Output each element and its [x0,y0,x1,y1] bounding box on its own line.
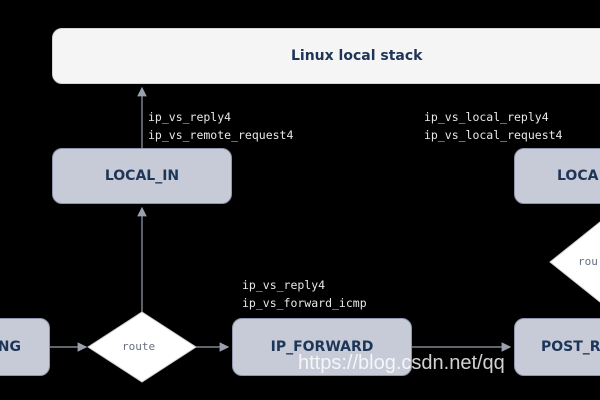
local-in-node: LOCAL_IN [52,148,232,204]
route-diamond-right [549,221,600,303]
route-diamond-left [87,311,197,383]
prerouting-node: NG [0,318,50,376]
local-out-label: LOCA [557,168,599,184]
forward-hooks: ip_vs_reply4 ip_vs_forward_icmp [242,276,367,312]
hook-remote-request4: ip_vs_remote_request4 [148,128,294,142]
postrouting-node: POST_R [514,318,600,376]
watermark-url: https://blog.csdn.net/qq [298,352,505,374]
local-out-node: LOCA [514,148,600,204]
local-in-hooks: ip_vs_reply4 ip_vs_remote_request4 [148,108,293,144]
hook-local-reply4: ip_vs_local_reply4 [424,110,549,124]
route-label-right: rou [578,255,598,268]
route-label-left: route [122,340,156,353]
postrouting-label: POST_R [541,339,600,355]
stack-label: Linux local stack [291,48,423,64]
hook-forward-icmp: ip_vs_forward_icmp [242,296,367,310]
ip-forward-node: IP_FORWARD [232,318,412,376]
local-in-label: LOCAL_IN [104,168,180,184]
local-out-hooks: ip_vs_local_reply4 ip_vs_local_request4 [424,108,562,144]
hook-local-request4: ip_vs_local_request4 [424,128,563,142]
ip-forward-label: IP_FORWARD [270,339,374,355]
hook-forward-reply4: ip_vs_reply4 [242,278,326,292]
prerouting-label: NG [0,339,21,355]
linux-local-stack-box: Linux local stack [52,28,600,84]
hook-reply4: ip_vs_reply4 [148,110,232,124]
